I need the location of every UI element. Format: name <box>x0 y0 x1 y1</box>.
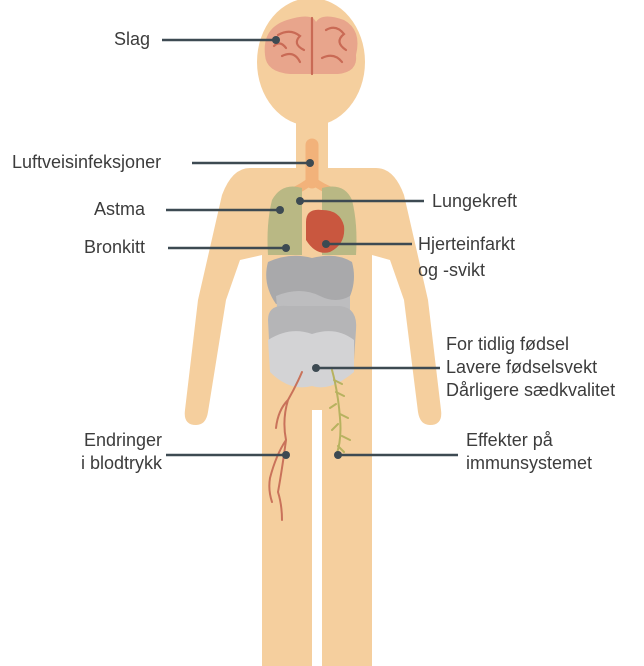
label-bronkitt: Bronkitt <box>84 236 145 259</box>
label-immun-1: Effekter på <box>466 429 553 452</box>
label-slag: Slag <box>114 28 150 51</box>
label-luftveisinfeksjoner: Luftveisinfeksjoner <box>12 151 161 174</box>
label-hjerte-2: og -svikt <box>418 259 485 282</box>
brain <box>265 16 358 74</box>
label-fodsel-1: For tidlig fødsel <box>446 333 569 356</box>
label-endringer-1: Endringer <box>84 429 162 452</box>
label-fodsel-2: Lavere fødselsvekt <box>446 356 597 379</box>
label-immun-2: immunsystemet <box>466 452 592 475</box>
label-fodsel-3: Dårligere sædkvalitet <box>446 379 615 402</box>
label-astma: Astma <box>94 198 145 221</box>
label-hjerte-1: Hjerteinfarkt <box>418 233 515 256</box>
label-endringer-2: i blodtrykk <box>81 452 162 475</box>
label-lungekreft: Lungekreft <box>432 190 517 213</box>
